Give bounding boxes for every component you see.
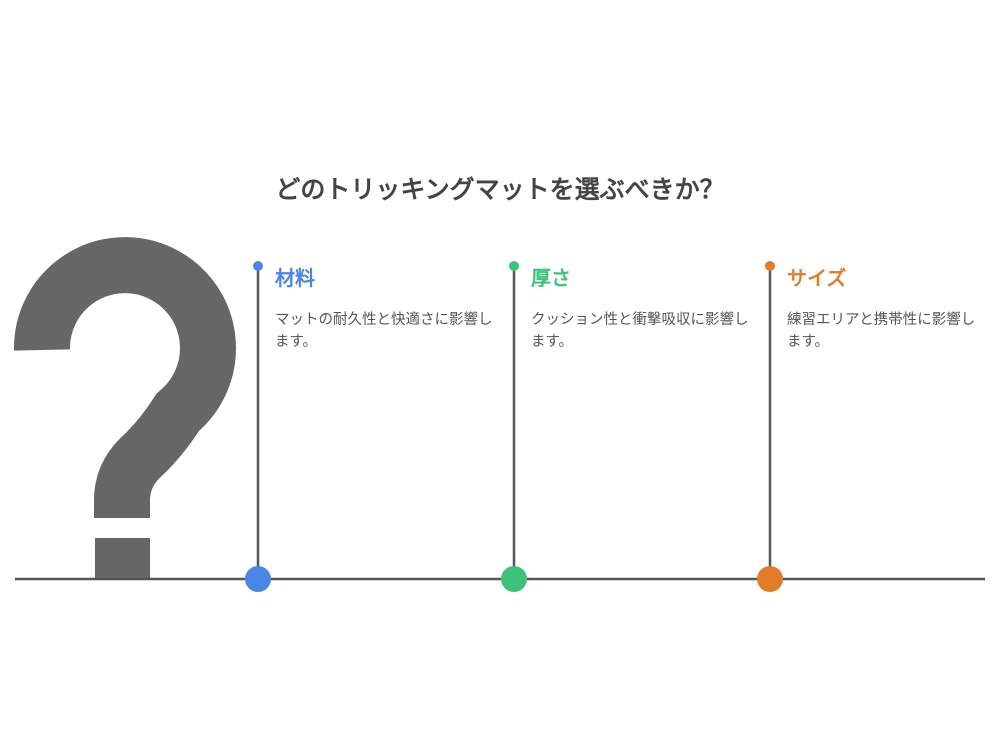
item-description: クッション性と衝撃吸収に影響します。 [531, 312, 749, 350]
question-mark-icon [13, 237, 236, 580]
item-size: サイズ 練習エリアと携帯性に影響します。 [787, 262, 987, 353]
item-material: 材料 マットの耐久性と快適さに影響します。 [275, 262, 495, 353]
marker-thickness [501, 261, 527, 592]
item-heading: 材料 [275, 266, 315, 290]
item-description: マットの耐久性と快適さに影響します。 [275, 312, 493, 350]
item-description: 練習エリアと携帯性に影響します。 [787, 312, 976, 350]
marker-size [757, 261, 783, 592]
marker-material [245, 261, 271, 592]
item-heading: 厚さ [531, 266, 571, 290]
item-thickness: 厚さ クッション性と衝撃吸収に影響します。 [531, 262, 751, 353]
diagram-title: どのトリッキングマットを選ぶべきか？ [275, 175, 725, 204]
item-heading: サイズ [787, 266, 847, 290]
